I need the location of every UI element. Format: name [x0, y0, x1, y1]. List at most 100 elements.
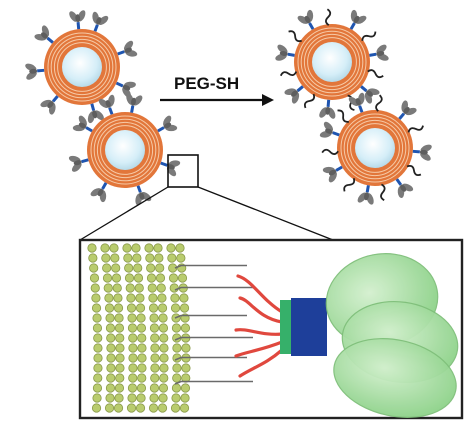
lipid-head [171, 393, 181, 403]
lipid-head [109, 243, 119, 253]
lipid-head [147, 283, 157, 293]
lipid-head [106, 343, 116, 353]
lipid-head [134, 283, 144, 293]
lipid-head [89, 263, 99, 273]
lipid-head [115, 343, 125, 353]
lipid-head [105, 313, 115, 323]
lipid-head [106, 353, 116, 363]
lipid-head [148, 303, 159, 313]
lipid-head [158, 383, 169, 393]
lipid-head [122, 243, 132, 253]
lipid-head [150, 353, 160, 363]
lipid-head [157, 293, 167, 303]
lipid-head [114, 393, 124, 403]
inset-panel [78, 238, 464, 420]
lipid-head [106, 333, 116, 343]
peg-chain-icon [380, 183, 386, 201]
lipid-head [158, 313, 168, 323]
lipid-head [159, 373, 169, 383]
lipid-head [91, 293, 101, 303]
lipid-head [181, 343, 191, 353]
linker-green-block [280, 300, 292, 354]
lipid-head [114, 323, 125, 333]
lipid-head [169, 283, 179, 293]
antibody-icon [395, 178, 414, 199]
lipid-head [137, 343, 147, 353]
lipid-head [146, 273, 157, 283]
lipid-head [102, 263, 112, 273]
lipid-head [175, 243, 185, 253]
lipid-head [179, 403, 190, 413]
lipid-head [91, 403, 102, 413]
lipid-head [87, 243, 97, 253]
lipid-head [137, 363, 147, 373]
antibody-icon [369, 44, 389, 61]
lipid-head [92, 383, 103, 393]
nanoparticle-icon [275, 8, 389, 119]
lipid-head [148, 403, 159, 413]
lipid-head [102, 273, 113, 283]
lipid-head [126, 403, 137, 413]
peg-chain-icon [375, 94, 383, 112]
antibody-icon [126, 93, 143, 113]
antibody-icon [357, 185, 374, 205]
lipid-head [93, 353, 103, 363]
lipid-head [158, 393, 168, 403]
antibody-icon [412, 144, 432, 161]
lipid-head [93, 363, 103, 373]
core-icon [105, 130, 145, 170]
maleimide-chain [236, 274, 284, 314]
lipid-head [127, 393, 137, 403]
maleimide-chains [234, 274, 284, 378]
lipid-head [114, 313, 124, 323]
peg-chain-icon [321, 148, 339, 155]
lipid-chain [174, 356, 247, 361]
lipid-head [133, 263, 143, 273]
lipid-head [180, 393, 190, 403]
lipid-head [157, 403, 168, 413]
peg-chain-icon [361, 31, 377, 41]
lipid-head [153, 243, 163, 253]
lipid-head [154, 253, 164, 263]
nanoparticle-icon [25, 10, 138, 124]
lipid-head [113, 403, 124, 413]
antibody-icon [90, 182, 108, 203]
lipid-head [104, 303, 115, 313]
core-icon [312, 42, 352, 82]
lipid-head [149, 323, 160, 333]
antibody-icon [69, 10, 86, 30]
lipid-head [100, 243, 110, 253]
lipid-head [155, 263, 165, 273]
peg-chain-icon [279, 71, 298, 77]
lipid-head [90, 283, 100, 293]
lipid-head [179, 303, 190, 313]
lipid-head [93, 333, 103, 343]
maleimide-chain [234, 328, 284, 336]
peg-lipid-chains [174, 264, 253, 385]
lipid-chain [174, 264, 247, 269]
lipid-head [106, 363, 116, 373]
lipid-head [125, 283, 135, 293]
lipid-head [113, 303, 124, 313]
lipid-head [136, 393, 146, 403]
lipid-head [127, 383, 138, 393]
lipid-head [128, 333, 138, 343]
lipid-head [148, 293, 158, 303]
lipid-head [150, 373, 160, 383]
lipid-head [170, 403, 181, 413]
lipid-head [149, 383, 160, 393]
lipid-head [159, 333, 169, 343]
lipid-head [159, 343, 169, 353]
nanoparticle-group [25, 8, 432, 206]
peg-chain-icon [325, 8, 332, 26]
lipid-head [124, 273, 135, 283]
lipid-head [88, 253, 98, 263]
lipid-head [115, 353, 125, 363]
lipid-head [177, 273, 188, 283]
lipid-head [135, 303, 146, 313]
antibody-icon [34, 25, 54, 44]
lipid-head [171, 323, 182, 333]
lipid-head [115, 333, 125, 343]
lipid-head [149, 313, 159, 323]
zoom-line-right [197, 186, 334, 241]
